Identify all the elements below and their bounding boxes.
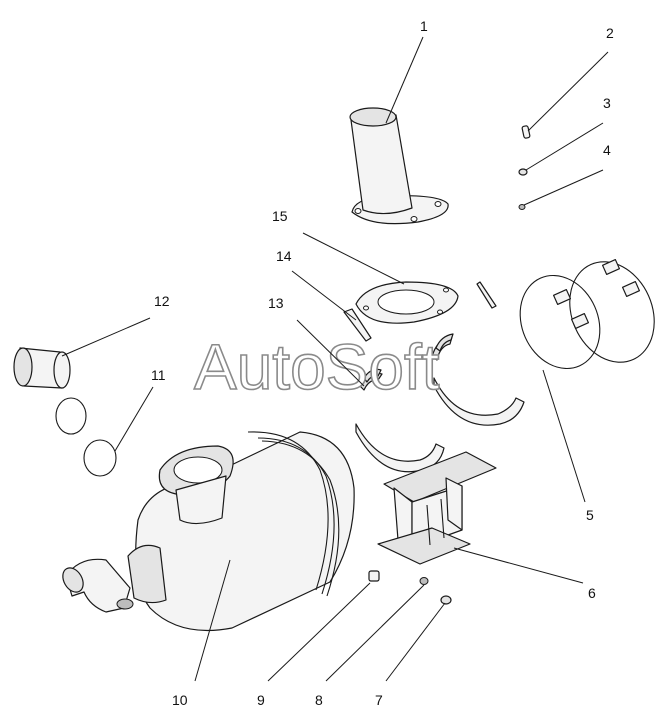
part-6-support-bracket: [355, 377, 525, 565]
callout-11: 11: [151, 367, 166, 383]
callout-2: 2: [606, 25, 614, 41]
part-15-gasket: [355, 281, 459, 324]
part-5-clamps: [476, 258, 655, 370]
part-10-air-filter-housing: [62, 431, 355, 632]
part-4-washer: [518, 204, 526, 210]
callout-1: 1: [420, 18, 428, 34]
callout-15: 15: [272, 208, 288, 224]
part-12-sleeve: [13, 347, 71, 389]
callout-13: 13: [268, 295, 284, 311]
callout-numbers: 1 2 3 4 15 14 13 12 11 5 6 10 9 8 7: [151, 18, 614, 708]
callout-9: 9: [257, 692, 265, 708]
callout-14: 14: [276, 248, 292, 264]
part-2-bolt: [521, 125, 531, 139]
part-14-pin: [343, 308, 372, 342]
part-1-intake-pipe: [349, 107, 449, 225]
callout-3: 3: [603, 95, 611, 111]
callout-8: 8: [315, 692, 323, 708]
part-8-nut: [419, 577, 429, 585]
callout-6: 6: [588, 585, 596, 601]
callout-7: 7: [375, 692, 383, 708]
callout-12: 12: [154, 293, 170, 309]
part-3-nut: [518, 168, 528, 176]
callout-10: 10: [172, 692, 188, 708]
callout-4: 4: [603, 142, 611, 158]
callout-5: 5: [586, 507, 594, 523]
part-11-rings: [55, 397, 117, 477]
part-13-pads: [359, 333, 454, 391]
leader-lines: [61, 36, 609, 682]
watermark-text: AutoSoft: [194, 331, 440, 403]
part-9-bolt: [368, 570, 380, 582]
part-7-washer: [440, 595, 452, 605]
